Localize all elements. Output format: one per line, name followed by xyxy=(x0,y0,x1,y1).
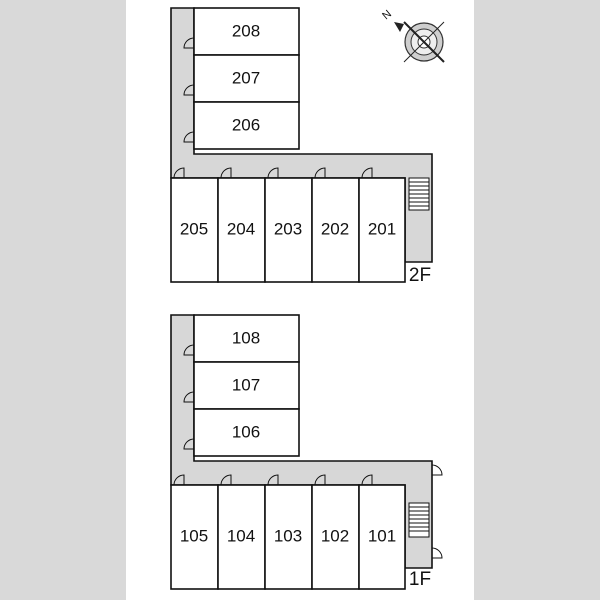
floor-1f: 108 107 106 105 104 103 102 101 1F xyxy=(170,314,443,590)
compass-north-label: N xyxy=(380,8,394,22)
room-101 xyxy=(358,484,406,590)
staircase-1f xyxy=(408,502,430,538)
room-105 xyxy=(170,484,219,590)
room-label-206: 206 xyxy=(232,115,260,134)
room-label-201: 201 xyxy=(368,219,396,238)
room-label-105: 105 xyxy=(180,526,208,545)
floor-label-2f: 2F xyxy=(409,265,431,286)
room-102 xyxy=(311,484,360,590)
room-label-203: 203 xyxy=(274,219,302,238)
windows-2f xyxy=(181,28,393,283)
north-arrow-icon xyxy=(394,22,404,32)
room-104 xyxy=(217,484,266,590)
room-208 xyxy=(193,7,300,56)
room-205 xyxy=(170,177,219,283)
entrance-doors-1f xyxy=(431,464,443,559)
room-label-202: 202 xyxy=(321,219,349,238)
doors-lower-1f xyxy=(173,474,373,486)
room-label-108: 108 xyxy=(232,328,260,347)
doors-lower-2f xyxy=(173,167,373,179)
floor-2f: 208 207 206 205 204 203 202 201 xyxy=(170,7,433,286)
room-label-102: 102 xyxy=(321,526,349,545)
room-203 xyxy=(264,177,313,283)
compass-icon: N xyxy=(380,8,445,63)
stair-steps-1f xyxy=(409,506,429,532)
stair-steps-2f xyxy=(409,181,429,207)
room-206 xyxy=(193,101,300,150)
room-107 xyxy=(193,361,300,410)
room-label-106: 106 xyxy=(232,422,260,441)
room-label-107: 107 xyxy=(232,375,260,394)
room-106 xyxy=(193,408,300,457)
room-label-104: 104 xyxy=(227,526,255,545)
room-label-101: 101 xyxy=(368,526,396,545)
room-103 xyxy=(264,484,313,590)
room-label-208: 208 xyxy=(232,21,260,40)
room-201 xyxy=(358,177,406,283)
doors-upper-2f xyxy=(183,37,195,143)
room-label-205: 205 xyxy=(180,219,208,238)
floor-label-1f: 1F xyxy=(409,569,431,590)
room-label-207: 207 xyxy=(232,68,260,87)
room-label-103: 103 xyxy=(274,526,302,545)
room-label-204: 204 xyxy=(227,219,255,238)
doors-upper-1f xyxy=(183,344,195,450)
